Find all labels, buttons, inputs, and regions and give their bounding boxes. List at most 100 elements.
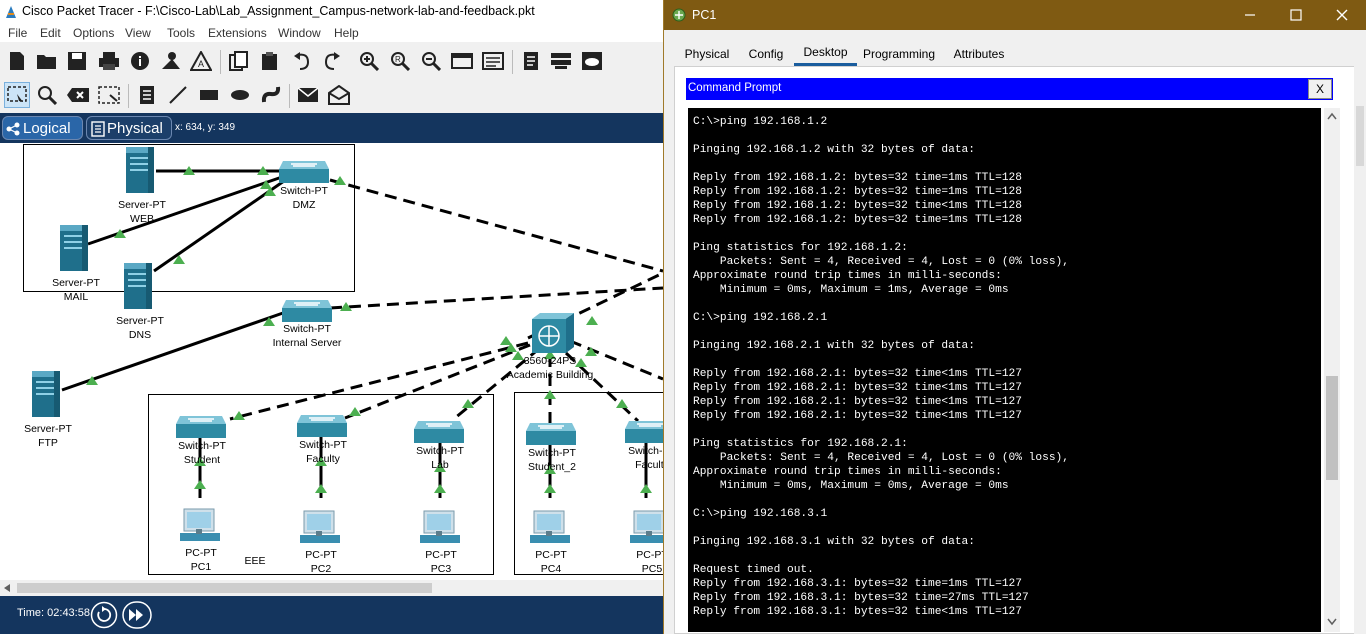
cloud-icon[interactable] bbox=[579, 48, 605, 74]
line-icon[interactable] bbox=[165, 82, 191, 108]
toolbar-separator bbox=[220, 50, 221, 74]
terminal-line: Reply from 192.168.1.2: bytes=32 time=1m… bbox=[693, 172, 1022, 184]
print-icon[interactable] bbox=[96, 48, 122, 74]
terminal-line bbox=[693, 157, 1069, 171]
dialog-scroll-thumb[interactable] bbox=[1356, 106, 1364, 166]
pc-5[interactable] bbox=[629, 510, 663, 544]
open-icon[interactable] bbox=[34, 48, 60, 74]
server-ftp[interactable] bbox=[32, 371, 60, 417]
tab-desktop[interactable]: Desktop bbox=[794, 41, 857, 66]
zoom-in-icon[interactable] bbox=[356, 48, 382, 74]
dialog-title-bar: PC1 bbox=[664, 0, 1366, 30]
tab-config[interactable]: Config bbox=[748, 46, 784, 61]
drawing-palette-icon[interactable] bbox=[449, 48, 475, 74]
zoom-reset-icon[interactable]: R bbox=[387, 48, 413, 74]
inspect-icon[interactable] bbox=[34, 82, 60, 108]
switch-internal[interactable] bbox=[281, 299, 333, 323]
command-prompt-terminal[interactable]: C:\>ping 192.168.1.2 Pinging 192.168.1.2… bbox=[688, 108, 1321, 632]
cluster-icon[interactable] bbox=[548, 48, 574, 74]
delete-icon[interactable] bbox=[65, 82, 91, 108]
pdu-list-icon[interactable] bbox=[518, 48, 544, 74]
terminal-line: Reply from 192.168.1.2: bytes=32 time<1m… bbox=[693, 200, 1022, 212]
new-icon[interactable] bbox=[4, 48, 30, 74]
complex-pdu-icon[interactable] bbox=[326, 82, 352, 108]
switch-student-2[interactable] bbox=[525, 422, 577, 446]
terminal-scroll-thumb[interactable] bbox=[1326, 376, 1338, 480]
title-bar: Cisco Packet Tracer - F:\Cisco-Lab\Lab_A… bbox=[0, 0, 663, 24]
scroll-up-icon[interactable] bbox=[1327, 112, 1337, 120]
note-icon[interactable] bbox=[134, 82, 160, 108]
scroll-thumb[interactable] bbox=[17, 583, 432, 593]
logical-mode-button[interactable]: Logical bbox=[2, 116, 83, 140]
rectangle-icon[interactable] bbox=[196, 82, 222, 108]
save-icon[interactable] bbox=[64, 48, 90, 74]
terminal-line bbox=[693, 297, 1069, 311]
scroll-left-icon[interactable] bbox=[3, 584, 11, 592]
academic-area-2 bbox=[514, 392, 663, 575]
redo-icon[interactable] bbox=[319, 48, 345, 74]
copy-icon[interactable] bbox=[226, 48, 252, 74]
undo-icon[interactable] bbox=[289, 48, 315, 74]
ellipse-icon[interactable] bbox=[227, 82, 253, 108]
server-mail[interactable] bbox=[60, 225, 88, 271]
physical-mode-button[interactable]: Physical bbox=[86, 116, 172, 140]
terminal-line: Reply from 192.168.2.1: bytes=32 time<1m… bbox=[693, 368, 1022, 380]
switch-faculty-2[interactable] bbox=[624, 420, 663, 444]
paste-icon[interactable] bbox=[257, 48, 283, 74]
terminal-line: C:\>ping 192.168.1.2 bbox=[693, 116, 828, 128]
menu-edit[interactable]: Edit bbox=[40, 26, 61, 40]
maximize-button[interactable] bbox=[1273, 0, 1319, 30]
menu-extensions[interactable]: Extensions bbox=[208, 26, 267, 40]
pc-3[interactable] bbox=[419, 510, 461, 544]
fast-forward-icon[interactable] bbox=[122, 601, 152, 629]
dialog-scrollbar[interactable] bbox=[1354, 66, 1366, 634]
svg-text:R: R bbox=[395, 55, 401, 64]
simple-pdu-icon[interactable] bbox=[295, 82, 321, 108]
menu-window[interactable]: Window bbox=[278, 26, 321, 40]
zoom-out-icon[interactable] bbox=[418, 48, 444, 74]
command-prompt-close-button[interactable]: X bbox=[1308, 79, 1332, 99]
scroll-down-icon[interactable] bbox=[1327, 618, 1337, 626]
pc-app-icon bbox=[672, 8, 686, 22]
server-web[interactable] bbox=[126, 147, 154, 193]
multilayer-switch-3560[interactable] bbox=[532, 313, 574, 353]
power-cycle-icon[interactable] bbox=[90, 601, 118, 629]
pc-2[interactable] bbox=[299, 510, 341, 544]
menu-help[interactable]: Help bbox=[334, 26, 359, 40]
switch-lab[interactable] bbox=[413, 420, 465, 444]
menu-file[interactable]: File bbox=[8, 26, 28, 40]
terminal-line bbox=[693, 549, 1069, 563]
server-dns[interactable] bbox=[124, 263, 152, 309]
menu-options[interactable]: Options bbox=[73, 26, 115, 40]
physical-mode-label: Physical bbox=[107, 119, 163, 137]
pc-1[interactable] bbox=[179, 508, 221, 542]
info-icon[interactable] bbox=[127, 48, 153, 74]
select-icon[interactable] bbox=[4, 82, 30, 108]
switch-student[interactable] bbox=[175, 415, 227, 439]
tab-physical[interactable]: Physical bbox=[684, 46, 730, 61]
menu-view[interactable]: View bbox=[125, 26, 151, 40]
custom-device-icon[interactable] bbox=[480, 48, 506, 74]
minimize-button[interactable] bbox=[1227, 0, 1273, 30]
close-button[interactable] bbox=[1319, 0, 1365, 30]
menu-tools[interactable]: Tools bbox=[167, 26, 196, 40]
activity-wizard-icon[interactable] bbox=[158, 48, 184, 74]
terminal-scrollbar[interactable] bbox=[1324, 108, 1340, 632]
main-toolbar: A R bbox=[0, 44, 663, 78]
resize-icon[interactable] bbox=[96, 82, 122, 108]
freeform-icon[interactable] bbox=[258, 82, 284, 108]
switch-dmz[interactable] bbox=[278, 160, 330, 184]
tab-programming[interactable]: Programming bbox=[862, 46, 936, 61]
network-info-icon[interactable]: A bbox=[188, 48, 214, 74]
horizontal-scrollbar[interactable] bbox=[0, 580, 663, 596]
switch-faculty[interactable] bbox=[296, 414, 348, 438]
tab-attributes[interactable]: Attributes bbox=[953, 46, 1005, 61]
pc-4[interactable] bbox=[529, 510, 571, 544]
terminal-line: Ping statistics for 192.168.1.2: bbox=[693, 242, 908, 254]
terminal-line: Reply from 192.168.1.2: bytes=32 time=1m… bbox=[693, 186, 1022, 198]
